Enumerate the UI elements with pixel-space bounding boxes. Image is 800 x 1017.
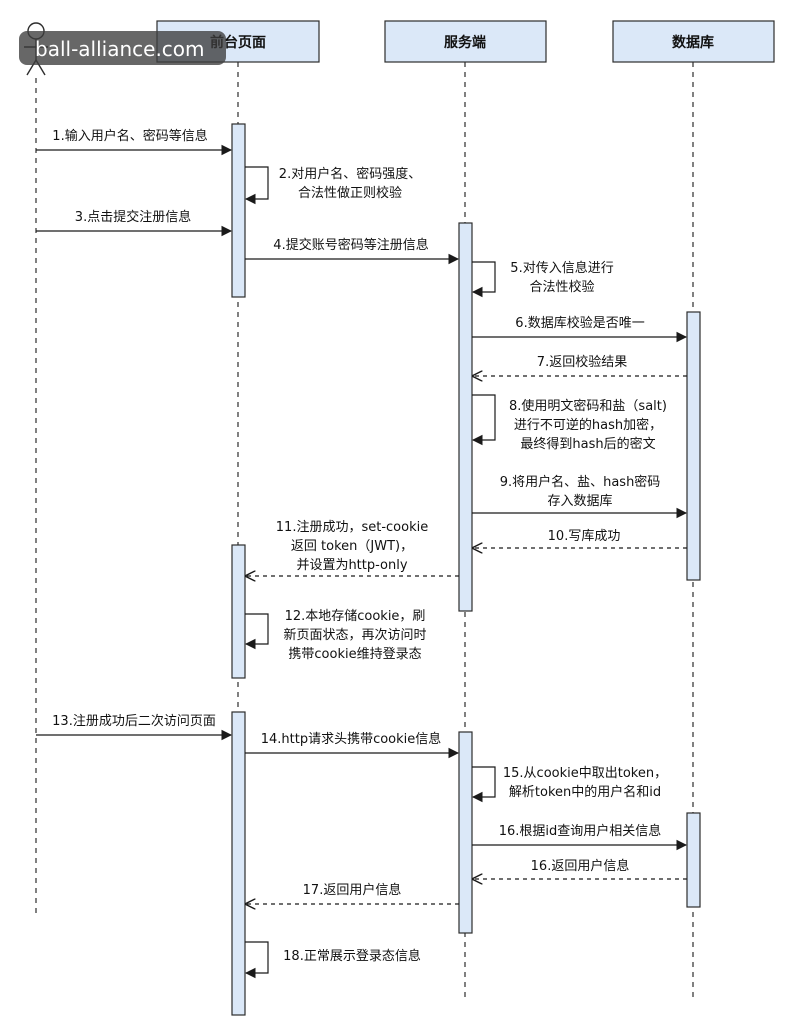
label-m15-line-1: 解析token中的用户名和id	[509, 784, 661, 800]
message-m7: 7.返回校验结果	[473, 354, 687, 376]
label-m2-line-0: 2.对用户名、密码强度、	[279, 166, 421, 182]
message-m6: 6.数据库校验是否唯一	[472, 315, 688, 343]
label-m11-line-1: 返回 token（JWT)，	[291, 539, 413, 554]
label-m3-line-0: 3.点击提交注册信息	[75, 209, 191, 225]
message-m16a: 16.根据id查询用户相关信息	[472, 823, 688, 851]
activation-server-1	[458, 222, 473, 612]
activation-frontend-3	[231, 711, 246, 1016]
label-m17-line-0: 17.返回用户信息	[303, 882, 402, 898]
label-m6-line-0: 6.数据库校验是否唯一	[515, 315, 644, 331]
label-m1-line-0: 1.输入用户名、密码等信息	[52, 128, 207, 144]
label-m7-line-0: 7.返回校验结果	[537, 354, 627, 370]
self-arrow-m18	[244, 941, 269, 979]
message-m13: 13.注册成功后二次访问页面	[36, 713, 233, 741]
self-arrow-m12	[244, 613, 269, 650]
label-m4-line-0: 4.提交账号密码等注册信息	[273, 237, 428, 253]
label-m5-line-1: 合法性校验	[529, 279, 594, 295]
label-m16a-line-0: 16.根据id查询用户相关信息	[499, 823, 662, 839]
message-m16b: 16.返回用户信息	[473, 858, 687, 879]
message-m14: 14.http请求头携带cookie信息	[245, 731, 460, 759]
label-m5-line-0: 5.对传入信息进行	[510, 260, 613, 276]
activation-frontend-1	[231, 123, 246, 298]
label-m13-line-0: 13.注册成功后二次访问页面	[52, 713, 216, 729]
label-m12-line-0: 12.本地存储cookie，刷	[285, 609, 426, 624]
message-m10: 10.写库成功	[473, 528, 687, 548]
label-m11-line-2: 并设置为http-only	[296, 558, 407, 573]
label-m11-line-0: 11.注册成功，set-cookie	[276, 520, 428, 535]
message-m11: 11.注册成功，set-cookie 返回 token（JWT)， 并设置为http…	[246, 520, 459, 576]
message-m1: 1.输入用户名、密码等信息	[36, 128, 233, 156]
participant-server-label: 服务端	[444, 34, 486, 51]
label-m9-line-0: 9.将用户名、盐、hash密码	[500, 474, 661, 490]
activation-db-2	[686, 812, 701, 908]
watermark-text: ball-alliance.com	[35, 37, 205, 61]
watermark: ball-alliance.com	[19, 31, 226, 65]
self-arrow-m15	[471, 766, 496, 803]
label-m15-line-0: 15.从cookie中取出token，	[503, 766, 667, 781]
activation-server-2	[458, 731, 473, 934]
self-arrow-m2	[244, 166, 269, 205]
label-m8-line-2: 最终得到hash后的密文	[520, 436, 655, 452]
activation-frontend-2	[231, 544, 246, 679]
label-m14-line-0: 14.http请求头携带cookie信息	[261, 731, 442, 747]
participant-server: 服务端	[384, 20, 547, 63]
label-m18-line-0: 18.正常展示登录态信息	[283, 948, 421, 964]
label-m8-line-0: 8.使用明文密码和盐（salt)	[509, 398, 667, 414]
participant-db: 数据库	[612, 20, 775, 63]
label-m10-line-0: 10.写库成功	[548, 528, 621, 544]
self-arrow-m8	[471, 394, 496, 446]
activation-db-1	[686, 311, 701, 581]
self-arrow-m5	[471, 261, 496, 298]
message-m2: 2.对用户名、密码强度、合法性做正则校验	[244, 166, 421, 205]
label-m2-line-1: 合法性做正则校验	[298, 185, 402, 201]
message-m8: 8.使用明文密码和盐（salt) 进行不可逆的hash加密， 最终得到hash后的密…	[471, 394, 667, 452]
messages-layer: 1.输入用户名、密码等信息 2.对用户名、密码强度、合法性做正则校验 3.点击提交注…	[36, 128, 688, 979]
participant-db-label: 数据库	[672, 34, 714, 51]
label-m16b-line-0: 16.返回用户信息	[531, 858, 630, 874]
message-m18: 18.正常展示登录态信息	[244, 941, 421, 979]
label-m12-line-1: 新页面状态，再次访问时	[283, 627, 426, 643]
label-m12-line-2: 携带cookie维持登录态	[288, 646, 421, 662]
message-m15: 15.从cookie中取出token， 解析token中的用户名和id	[471, 766, 667, 803]
label-m8-line-1: 进行不可逆的hash加密，	[514, 417, 662, 433]
label-m9-line-1: 存入数据库	[547, 493, 612, 509]
message-m4: 4.提交账号密码等注册信息	[245, 237, 460, 265]
message-m3: 3.点击提交注册信息	[36, 209, 233, 237]
message-m17: 17.返回用户信息	[246, 882, 459, 904]
